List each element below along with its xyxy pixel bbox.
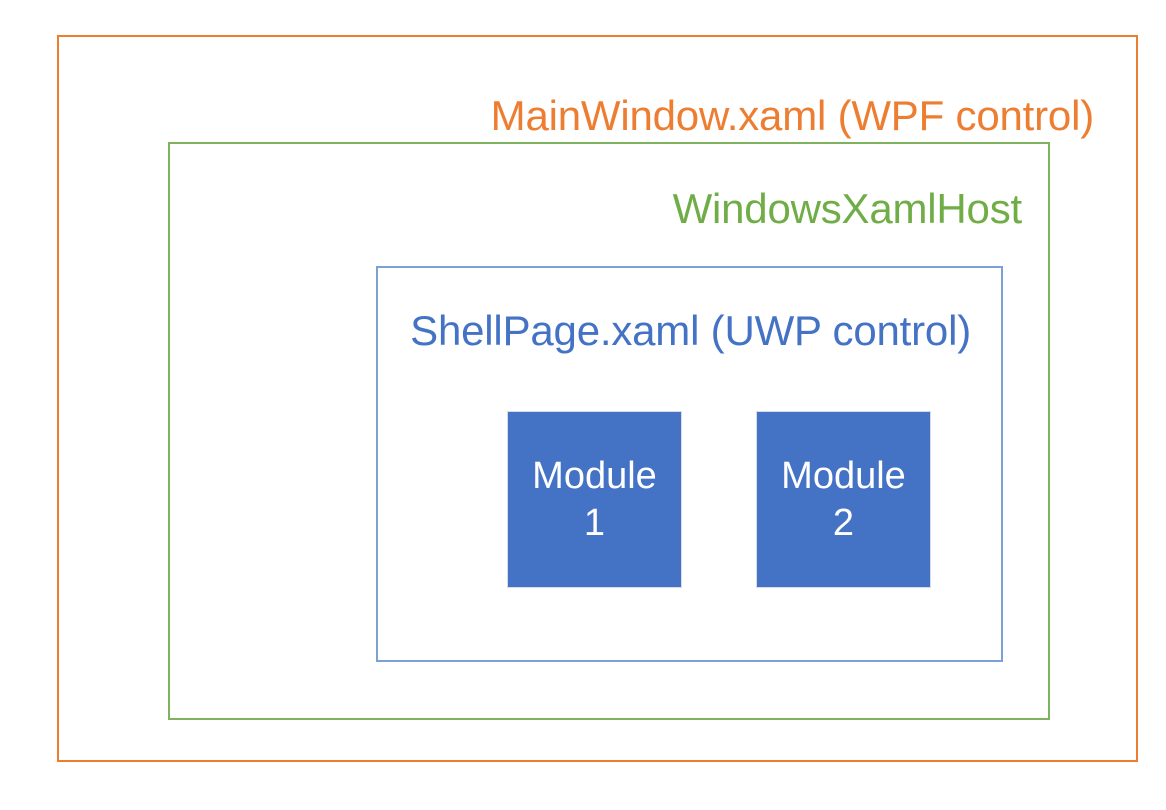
module-tile-2-index: 2 [832,501,855,544]
module-tile-2[interactable]: Module 2 [756,411,931,588]
layer-windowsxamlhost: WindowsXamlHost ShellPage.xaml (UWP cont… [168,142,1050,720]
module-tile-1[interactable]: Module 1 [507,411,682,588]
module-tile-1-name: Module [532,455,657,498]
layer-mainwindow-wpf: MainWindow.xaml (WPF control) WindowsXam… [57,35,1138,762]
layer-windowsxamlhost-label: WindowsXamlHost [672,185,1023,232]
layer-shellpage-uwp: ShellPage.xaml (UWP control) Module 1 Mo… [376,266,1003,662]
layer-shellpage-label: ShellPage.xaml (UWP control) [410,307,971,354]
module-tile-2-name: Module [781,455,906,498]
module-tile-1-index: 1 [583,501,606,544]
layer-mainwindow-label: MainWindow.xaml (WPF control) [490,92,1095,139]
